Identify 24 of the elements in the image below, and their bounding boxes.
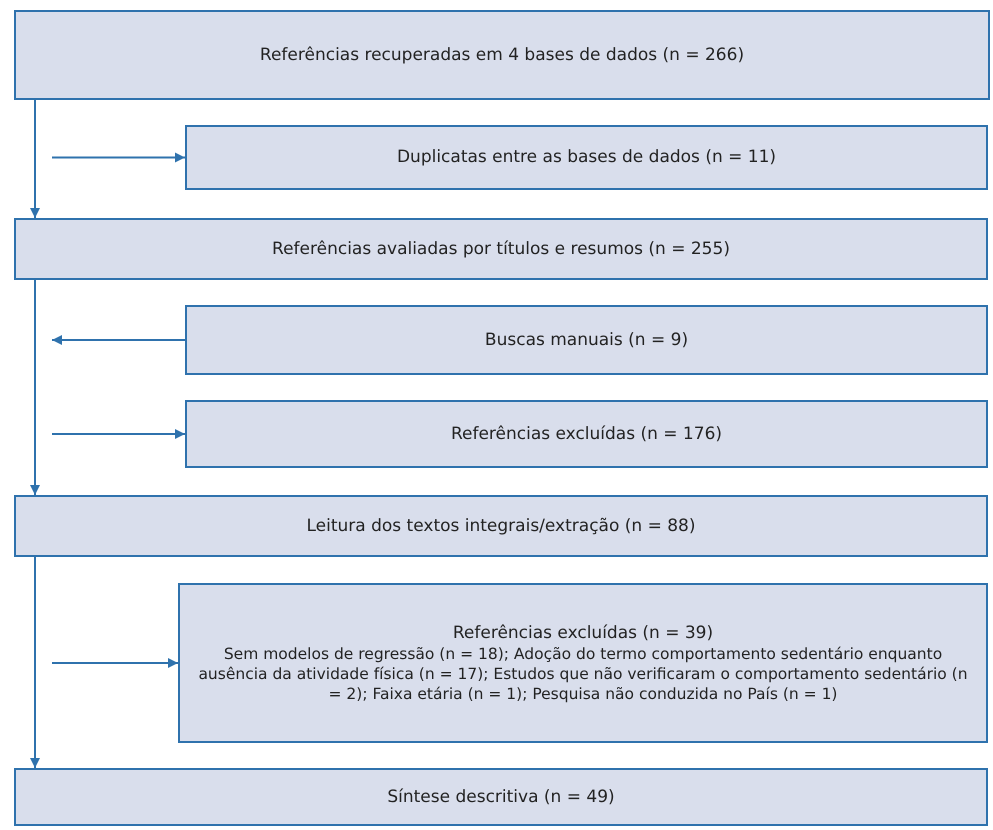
process-box: [14, 768, 988, 826]
box-text: Duplicatas entre as bases de dados (n = 11): [396, 146, 776, 169]
process-box: [185, 400, 988, 468]
process-box: [185, 305, 988, 375]
arrow: [52, 658, 178, 668]
box-text: Buscas manuais (n = 9): [484, 328, 688, 352]
arrow: [52, 429, 185, 439]
box-text: Referências excluídas (n = 39): [452, 622, 714, 644]
box-text: Referências avaliadas por títulos e resumos (n = 255): [272, 238, 730, 260]
process-box: [14, 495, 988, 557]
arrow: [30, 280, 40, 495]
box-text: Leitura dos textos integrais/extração (n = 88): [306, 514, 696, 538]
arrow: [30, 100, 40, 218]
process-box: [185, 125, 988, 190]
arrow: [30, 557, 40, 768]
box-text: Síntese descritiva (n = 49): [387, 786, 615, 808]
arrow: [52, 152, 185, 162]
process-box: [14, 218, 988, 280]
arrow: [52, 335, 185, 345]
process-box: [14, 10, 990, 100]
box-text: Referências excluídas (n = 176): [450, 422, 722, 446]
box-text: Referências recuperadas em 4 bases de dados (n = 266): [260, 44, 744, 66]
process-box: [178, 583, 988, 743]
box-detail-text: Sem modelos de regressão (n = 18); Adoção do termo comportamento sedentário enquanto ausência da atividade física (n = 17); Estudos que não verificaram o comportamento sedentário (n = 2); Faixa etária (n = 1); Pesquisa não conduzida no País (n = 1): [197, 644, 969, 704]
